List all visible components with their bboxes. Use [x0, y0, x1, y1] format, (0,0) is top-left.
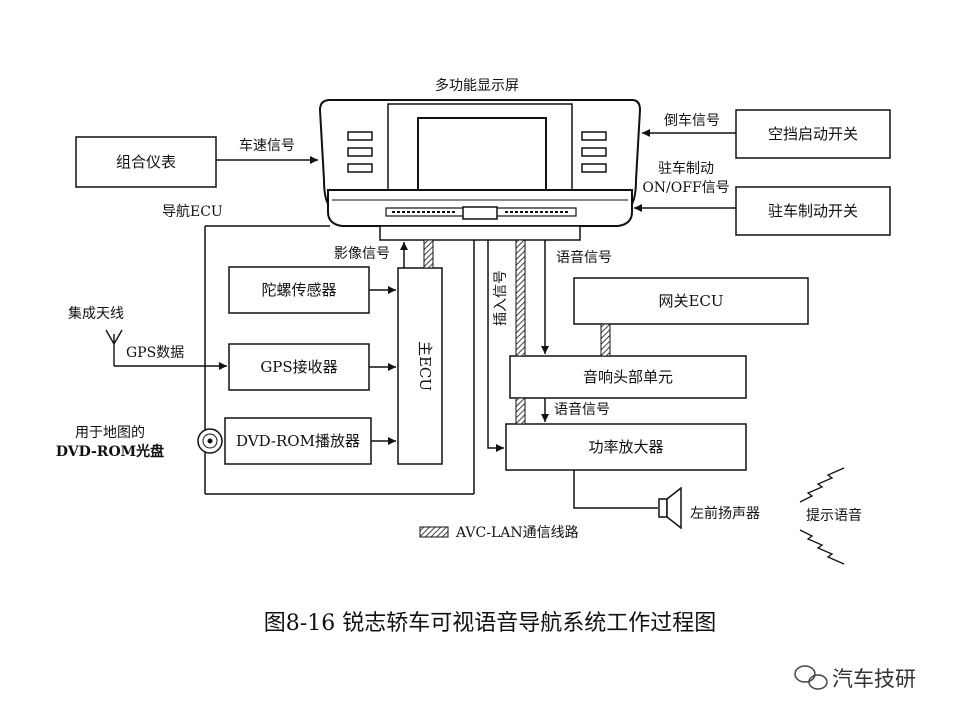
avc-lan-gateway-audio: [600, 323, 611, 357]
prompt-voice-label: 提示语音: [806, 507, 862, 524]
insert-signal-arrow: [487, 240, 504, 452]
gps-receiver-label: GPS接收器: [260, 358, 337, 376]
parking-brake-switch-box: [735, 186, 891, 236]
disc-label-2: DVD-ROM光盘: [56, 443, 164, 460]
speaker-icon: [658, 486, 682, 530]
main-ecu-box: [397, 267, 443, 465]
gyro-sensor-label: 陀螺传感器: [261, 281, 336, 299]
avc-lan-display-main: [423, 239, 434, 269]
gps-receiver-box: [228, 343, 370, 391]
combo-meter-box: [75, 136, 217, 188]
watermark-text: 汽车技研: [832, 667, 916, 691]
voice-signal-top-label: 语音信号: [556, 249, 612, 266]
speaker-label: 左前扬声器: [690, 505, 760, 522]
avc-lan-display-audio: [515, 239, 526, 357]
gps-data-label: GPS数据: [126, 345, 184, 361]
power-amplifier-label: 功率放大器: [588, 438, 663, 456]
nav-ecu-label: 导航ECU: [162, 204, 223, 220]
audio-head-unit-label: 音响头部单元: [583, 368, 673, 386]
neutral-start-switch-box: [735, 109, 891, 159]
avc-lan-audio-amp: [515, 397, 526, 425]
legend-hatch-swatch: [419, 526, 449, 538]
combo-meter-label: 组合仪表: [116, 153, 176, 171]
parking-signal-label-1: 驻车制动: [658, 160, 714, 177]
disc-label-1: 用于地图的: [75, 425, 145, 441]
voice-signal-mid-label: 语音信号: [554, 401, 610, 418]
legend-label: AVC-LAN通信线路: [455, 525, 579, 541]
power-amplifier-box: [505, 423, 747, 471]
neutral-start-switch-label: 空挡启动开关: [768, 125, 858, 143]
reverse-signal-label: 倒车信号: [664, 112, 720, 129]
wechat-icon: [794, 665, 828, 690]
gyro-sensor-box: [228, 266, 370, 314]
video-signal-label: 影像信号: [334, 246, 390, 262]
sound-wave-icon: [799, 467, 845, 565]
multi-function-display: [318, 99, 642, 241]
main-ecu-label: 主ECU: [416, 341, 434, 391]
antenna-icon: [105, 329, 123, 366]
speed-signal-label: 车速信号: [239, 137, 295, 154]
audio-head-unit-box: [509, 355, 747, 399]
gateway-ecu-box: [573, 277, 809, 325]
display-label: 多功能显示屏: [435, 77, 519, 94]
figure-caption: 图8-16 锐志轿车可视语音导航系统工作过程图: [264, 611, 716, 636]
amp-to-speaker-line: [573, 470, 658, 509]
antenna-label: 集成天线: [68, 305, 124, 322]
parking-signal-label-2: ON/OFF信号: [642, 180, 729, 196]
insert-signal-label: 插入信号: [493, 270, 509, 326]
dvd-player-label: DVD-ROM播放器: [236, 432, 360, 450]
gateway-ecu-label: 网关ECU: [658, 292, 723, 310]
disc-icon: [197, 428, 223, 454]
parking-brake-switch-label: 驻车制动开关: [768, 202, 858, 220]
